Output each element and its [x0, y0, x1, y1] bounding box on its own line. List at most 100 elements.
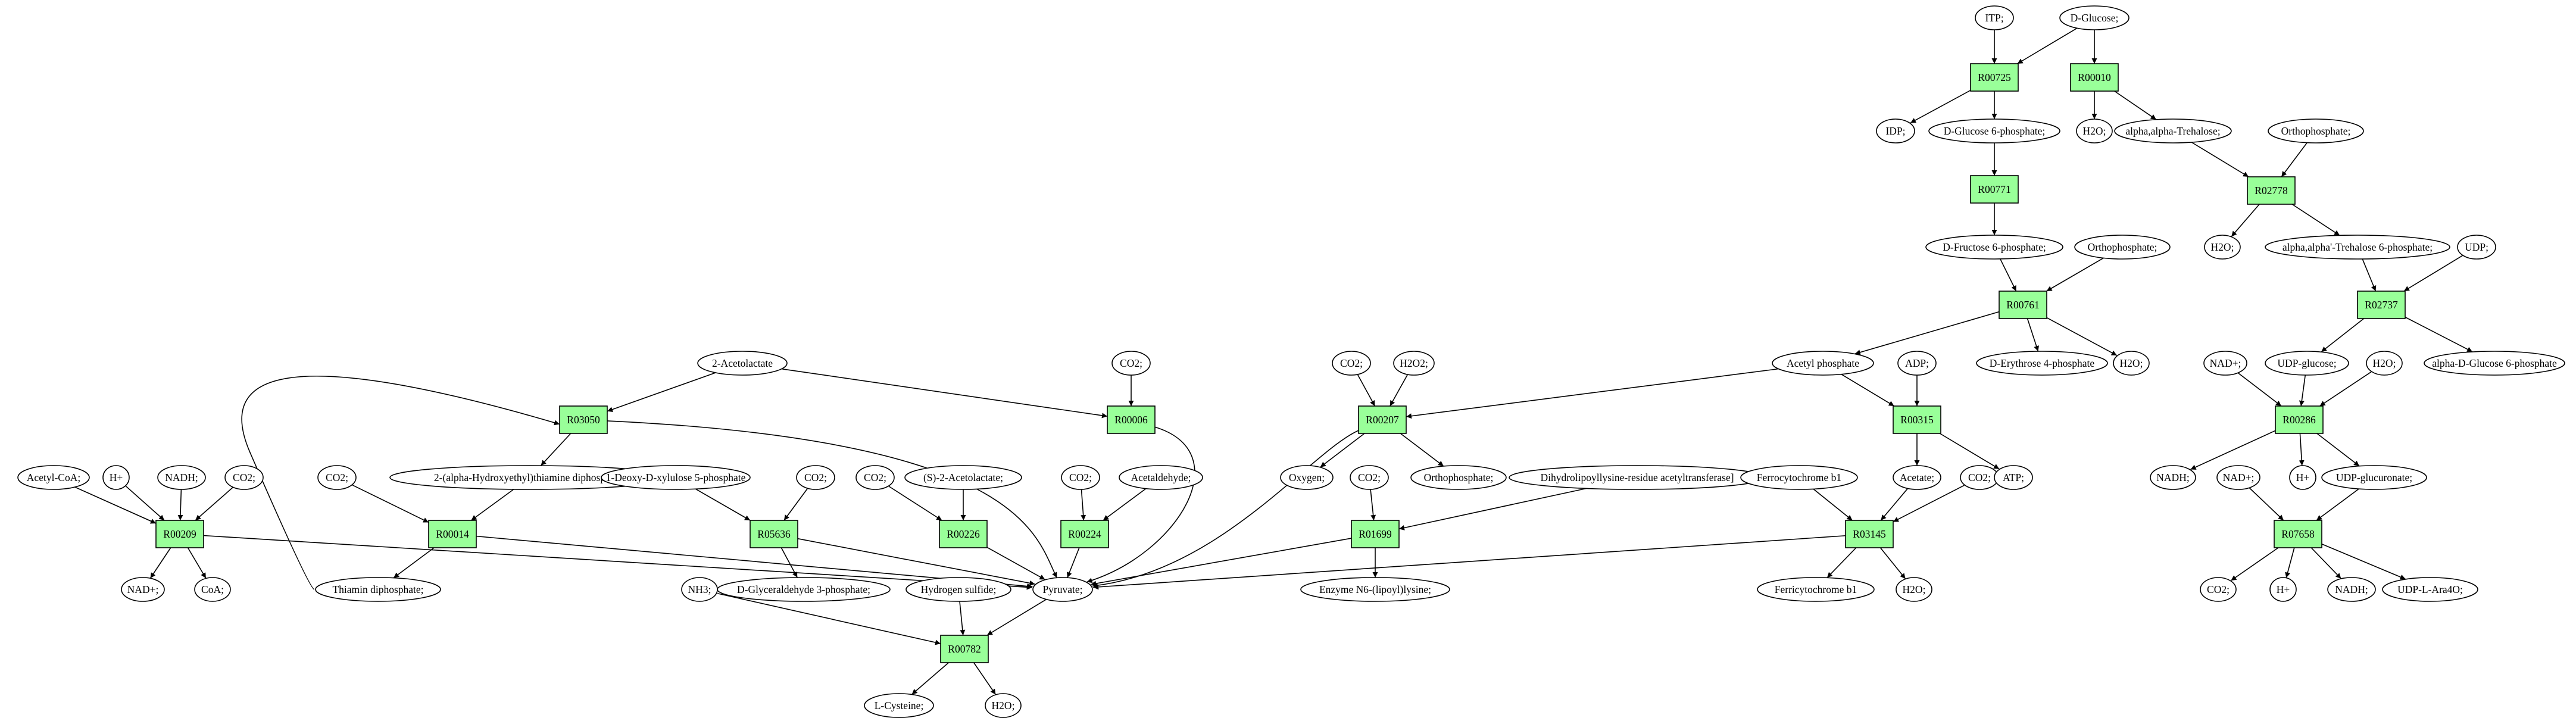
reaction-node-r01699[interactable]: R01699	[1351, 520, 1400, 548]
metabolite-node-acetylp[interactable]: Acetyl phosphate	[1772, 351, 1874, 376]
metabolite-node-nadh-a[interactable]: NADH;	[157, 465, 206, 490]
reaction-node-r00224[interactable]: R00224	[1060, 520, 1109, 548]
reaction-node-r00286[interactable]: R00286	[2275, 405, 2324, 434]
reaction-node-r00014[interactable]: R00014	[428, 520, 477, 548]
metabolite-node-ga3p[interactable]: D-Glyceraldehyde 3-phosphate;	[717, 577, 891, 602]
metabolite-node-acetolactate[interactable]: 2-Acetolactate	[697, 351, 788, 376]
metabolite-node-hplus-c[interactable]: H+	[2269, 577, 2297, 602]
reaction-box	[1845, 520, 1894, 548]
metabolite-node-itp[interactable]: ITP;	[1975, 5, 2014, 30]
metabolite-node-co2-h[interactable]: CO2;	[1350, 465, 1389, 490]
metabolite-node-ferro[interactable]: Ferrocytochrome b1	[1740, 465, 1858, 490]
reaction-node-r00226[interactable]: R00226	[939, 520, 988, 548]
metabolite-node-ag6p[interactable]: alpha-D-Glucose 6-phosphate	[2424, 351, 2565, 376]
metabolite-label: ATP;	[2003, 472, 2024, 483]
reaction-node-r07658[interactable]: R07658	[2274, 520, 2322, 548]
metabolite-node-pyruvate[interactable]: Pyruvate;	[1032, 577, 1093, 602]
metabolite-node-sacetolactate[interactable]: (S)-2-Acetolactate;	[904, 465, 1022, 490]
metabolite-node-h2o-f[interactable]: H2O;	[985, 693, 1022, 718]
metabolite-node-h2o-c[interactable]: H2O;	[2113, 351, 2150, 376]
metabolite-node-udp[interactable]: UDP;	[2457, 235, 2496, 260]
metabolite-node-dglucose[interactable]: D-Glucose;	[2059, 5, 2130, 30]
metabolite-node-acetaldehyde[interactable]: Acetaldehyde;	[1119, 465, 1203, 490]
metabolite-node-lcysteine[interactable]: L-Cysteine;	[864, 693, 934, 718]
metabolite-node-nadp-b[interactable]: NAD+;	[2216, 465, 2260, 490]
metabolite-label: H+	[2296, 472, 2310, 483]
metabolite-node-hplus-a[interactable]: H+	[102, 465, 130, 490]
reaction-node-r02778[interactable]: R02778	[2247, 176, 2296, 205]
metabolite-label: NH3;	[688, 583, 711, 595]
metabolite-node-coa[interactable]: CoA;	[194, 577, 231, 602]
reaction-node-r05636[interactable]: R05636	[750, 520, 798, 548]
metabolite-node-co2-b[interactable]: CO2;	[1332, 351, 1371, 376]
metabolite-node-nadh-b[interactable]: NADH;	[2150, 465, 2196, 490]
metabolite-node-g6p[interactable]: D-Glucose 6-phosphate;	[1928, 118, 2060, 143]
reaction-node-r00207[interactable]: R00207	[1358, 405, 1407, 434]
metabolite-label: alpha-D-Glucose 6-phosphate	[2432, 357, 2557, 369]
metabolite-node-nadh-c[interactable]: NADH;	[2327, 577, 2376, 602]
reaction-node-r03145[interactable]: R03145	[1845, 520, 1894, 548]
metabolite-node-oxygen[interactable]: Oxygen;	[1280, 465, 1334, 490]
reaction-node-r03050[interactable]: R03050	[559, 405, 608, 434]
metabolite-node-co2-g[interactable]: CO2;	[1061, 465, 1100, 490]
metabolite-node-co2-a[interactable]: CO2;	[1111, 351, 1151, 376]
metabolite-node-co2-i[interactable]: CO2;	[1960, 465, 1999, 490]
metabolite-node-f6p[interactable]: D-Fructose 6-phosphate;	[1925, 235, 2063, 260]
metabolite-node-nadp-c[interactable]: NAD+;	[121, 577, 165, 602]
reaction-node-r00315[interactable]: R00315	[1893, 405, 1941, 434]
metabolite-label: CO2;	[1120, 357, 1142, 369]
metabolite-label: (S)-2-Acetolactate;	[923, 472, 1003, 483]
metabolite-node-h2o2[interactable]: H2O2;	[1393, 351, 1435, 376]
reaction-node-r00725[interactable]: R00725	[1970, 63, 2019, 92]
metabolite-node-co2-c[interactable]: CO2;	[224, 465, 264, 490]
metabolite-node-h2o-b[interactable]: H2O;	[2204, 235, 2241, 260]
metabolite-node-dlat[interactable]: Dihydrolipoyllysine-residue acetyltransf…	[1509, 465, 1766, 490]
metabolite-ellipse	[1928, 118, 2060, 143]
metabolite-node-ferri[interactable]: Ferricytochrome b1	[1757, 577, 1875, 602]
metabolite-node-h2o-d[interactable]: H2O;	[2366, 351, 2403, 376]
metabolite-node-h2o-e[interactable]: H2O;	[1896, 577, 1932, 602]
metabolite-node-co2-f[interactable]: CO2;	[855, 465, 895, 490]
metabolite-node-acetylcoa[interactable]: Acetyl-CoA;	[17, 465, 90, 490]
metabolite-node-htpp[interactable]: 2-(alpha-Hydroxyethyl)thiamine diphospha…	[389, 465, 670, 490]
metabolite-node-e4p[interactable]: D-Erythrose 4-phosphate	[1976, 351, 2108, 376]
metabolite-node-udpglc[interactable]: UDP-glucose;	[2265, 351, 2349, 376]
metabolite-node-pi-b[interactable]: Orthophosphate;	[2074, 235, 2171, 260]
metabolite-node-adp[interactable]: ADP;	[1897, 351, 1937, 376]
reaction-node-r00006[interactable]: R00006	[1107, 405, 1156, 434]
metabolite-node-nadp-a[interactable]: NAD+;	[2203, 351, 2247, 376]
reaction-node-r00771[interactable]: R00771	[1970, 175, 2019, 204]
metabolite-node-co2-e[interactable]: CO2;	[796, 465, 835, 490]
metabolite-node-co2-d[interactable]: CO2;	[317, 465, 357, 490]
metabolite-label: UDP;	[2465, 241, 2488, 253]
metabolite-node-h2o-a[interactable]: H2O;	[2076, 118, 2113, 143]
reaction-node-r00782[interactable]: R00782	[940, 635, 989, 663]
edge-pi_b-to-R00761	[2046, 257, 2104, 292]
metabolite-node-atp[interactable]: ATP;	[1994, 465, 2033, 490]
metabolite-node-h2s[interactable]: Hydrogen sulfide;	[905, 577, 1011, 602]
edge-co2_d-to-R00014	[352, 485, 429, 523]
metabolite-ellipse	[2424, 351, 2565, 376]
metabolite-ellipse	[985, 693, 1022, 718]
metabolite-node-hplus-b[interactable]: H+	[2289, 465, 2316, 490]
metabolite-node-nh3[interactable]: NH3;	[681, 577, 718, 602]
metabolite-label: H+	[2277, 583, 2290, 595]
metabolite-ellipse	[1300, 577, 1450, 602]
metabolite-node-pi-a[interactable]: Orthophosphate;	[2268, 118, 2364, 143]
metabolite-node-lipoyl[interactable]: Enzyme N6-(lipoyl)lysine;	[1300, 577, 1450, 602]
reaction-node-r00761[interactable]: R00761	[1999, 291, 2047, 319]
reaction-node-r00010[interactable]: R00010	[2070, 63, 2119, 92]
metabolite-node-tpp[interactable]: Thiamin diphosphate;	[315, 577, 441, 602]
metabolite-node-dxp[interactable]: 1-Deoxy-D-xylulose 5-phosphate	[601, 465, 751, 490]
reaction-node-r02737[interactable]: R02737	[2357, 291, 2406, 319]
metabolite-node-acetate[interactable]: Acetate;	[1893, 465, 1941, 490]
metabolite-node-pi-c[interactable]: Orthophosphate;	[1410, 465, 1507, 490]
metabolite-node-udpara[interactable]: UDP-L-Ara4O;	[2382, 577, 2478, 602]
metabolite-label: D-Glyceraldehyde 3-phosphate;	[737, 583, 870, 595]
reaction-node-r00209[interactable]: R00209	[155, 520, 204, 548]
metabolite-node-trehalose[interactable]: alpha,alpha-Trehalose;	[2114, 118, 2232, 143]
metabolite-node-idp[interactable]: IDP;	[1876, 118, 1915, 143]
metabolite-node-co2-j[interactable]: CO2;	[2200, 577, 2237, 602]
metabolite-node-udpglcur[interactable]: UDP-glucuronate;	[2321, 465, 2427, 490]
metabolite-node-tre6p[interactable]: alpha,alpha'-Trehalose 6-phosphate;	[2265, 235, 2450, 260]
